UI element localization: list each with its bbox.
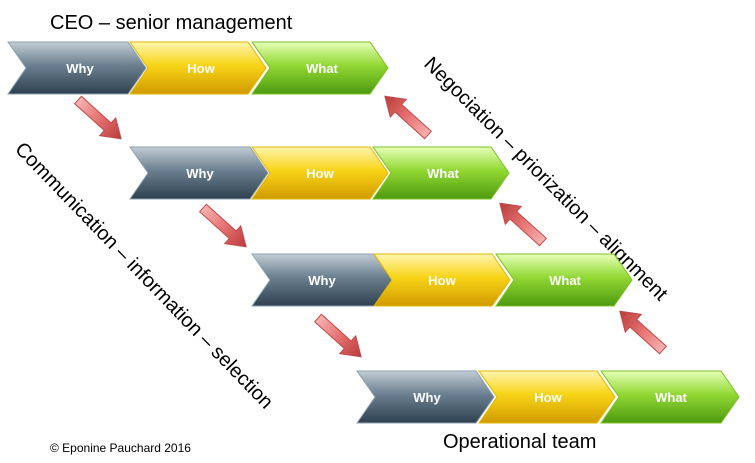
level-3-row: Why How What: [251, 253, 633, 307]
why-chevron: [129, 146, 269, 200]
why-label: Why: [186, 166, 214, 181]
what-chevron: [495, 253, 633, 307]
how-label: How: [428, 273, 456, 288]
up-arrow: [384, 95, 433, 140]
how-label: How: [187, 61, 215, 76]
down-arrow: [313, 313, 362, 358]
level-4-row: Why How What: [356, 370, 740, 424]
how-chevron: [129, 41, 267, 95]
what-chevron: [600, 370, 740, 424]
why-label: Why: [308, 273, 336, 288]
what-label: What: [549, 273, 581, 288]
what-chevron: [372, 146, 510, 200]
how-chevron: [251, 146, 389, 200]
down-arrow: [73, 95, 122, 140]
how-chevron: [373, 253, 511, 307]
up-arrow: [499, 202, 548, 247]
what-label: What: [306, 61, 338, 76]
how-label: How: [534, 390, 562, 405]
level-1-row: Why How What: [7, 41, 389, 95]
what-label: What: [655, 390, 687, 405]
diagram-title: CEO – senior management: [50, 12, 293, 34]
bottom-label: Operational team: [443, 431, 596, 453]
why-chevron: [7, 41, 147, 95]
down-arrow: [198, 203, 247, 248]
why-chevron: [356, 370, 495, 424]
why-label: Why: [413, 390, 441, 405]
copyright: © Eponine Pauchard 2016: [50, 441, 191, 455]
how-label: How: [306, 166, 334, 181]
why-label: Why: [66, 61, 94, 76]
level-2-row: Why How What: [129, 146, 510, 200]
what-chevron: [251, 41, 389, 95]
up-arrow: [619, 310, 668, 355]
what-label: What: [427, 166, 459, 181]
how-chevron: [478, 370, 616, 424]
